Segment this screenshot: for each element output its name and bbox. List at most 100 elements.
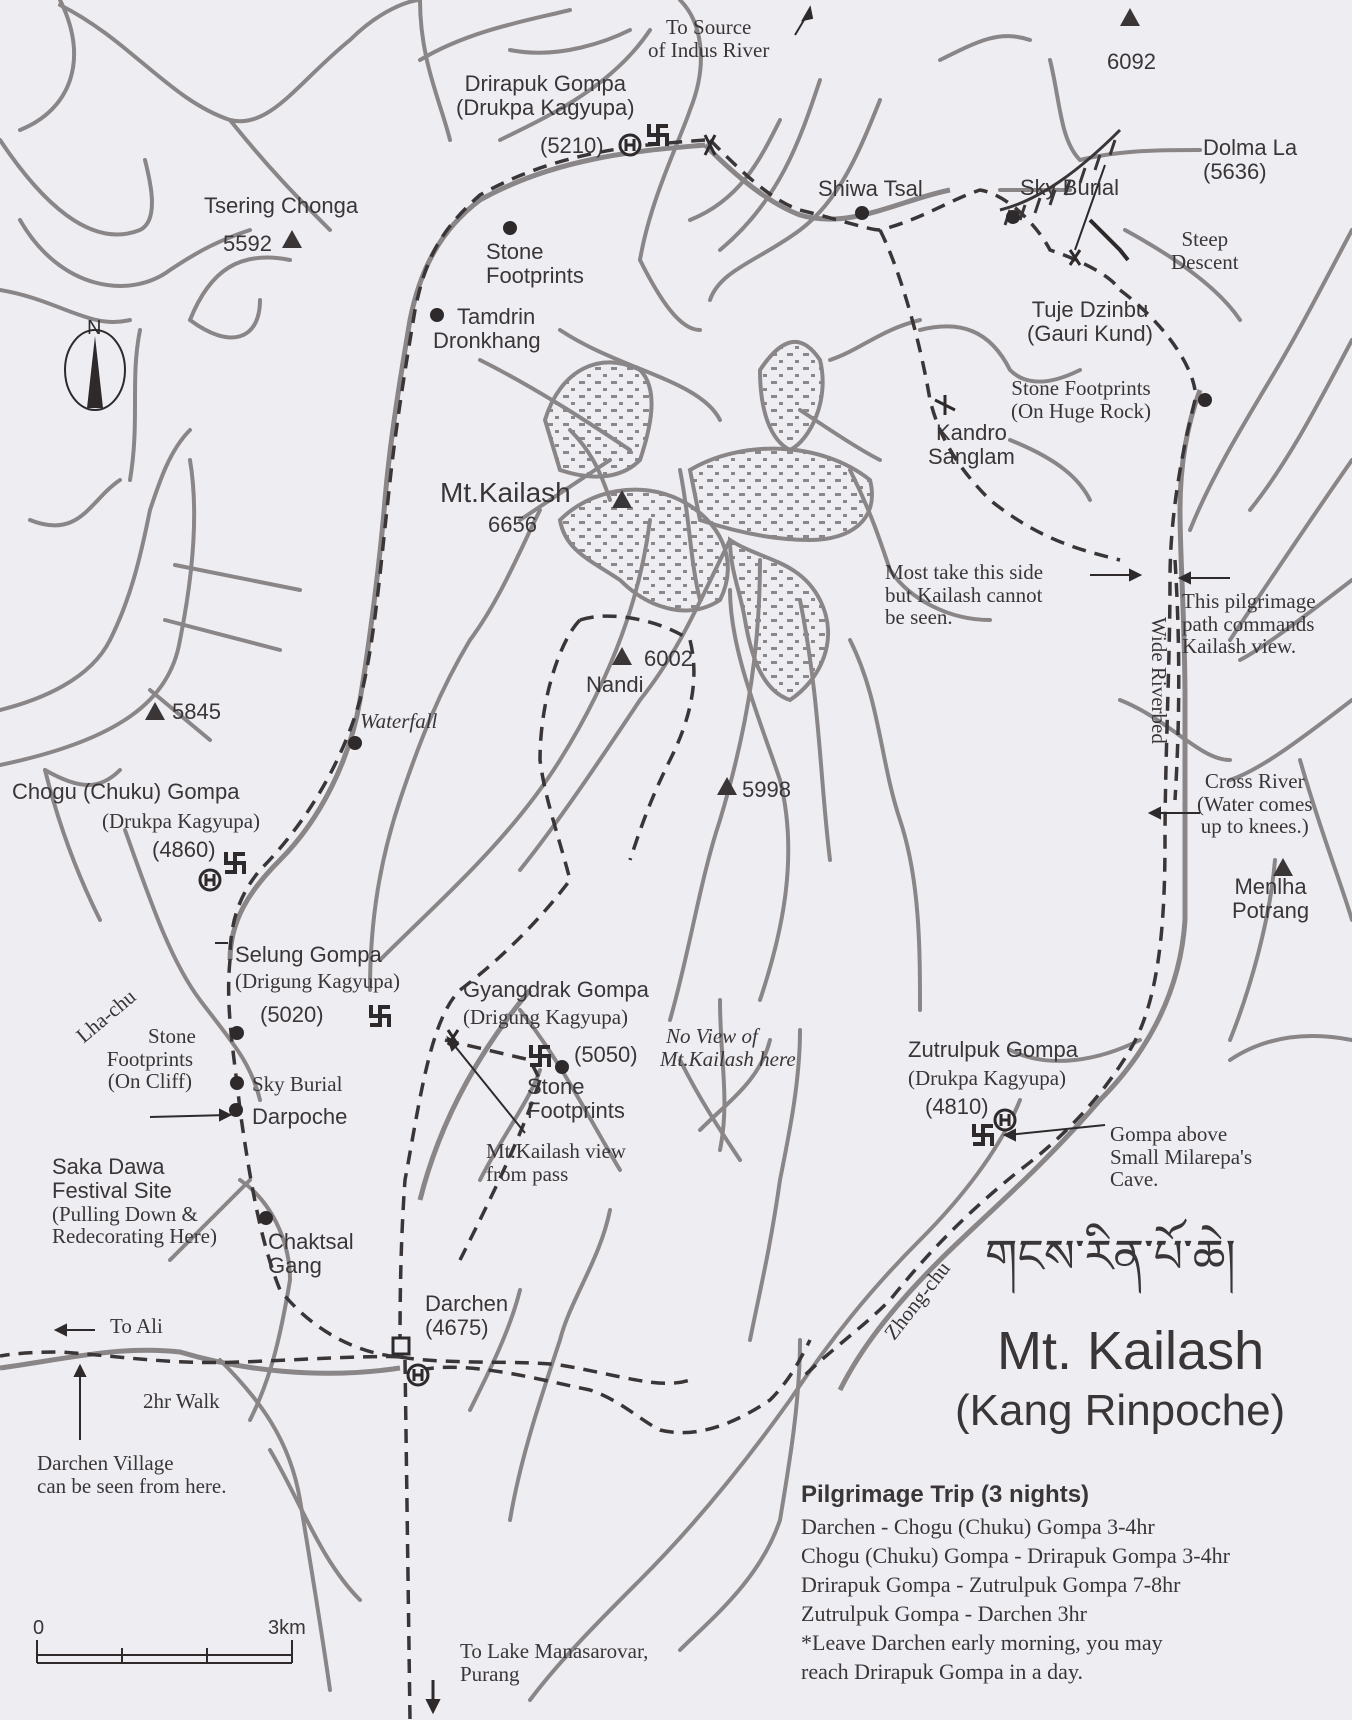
chogu-gompa-elevation: (4860) — [152, 837, 216, 862]
drirapuk-elevation: (5210) — [540, 133, 604, 158]
peak-5845-elevation: 5845 — [172, 699, 221, 724]
tuje-dzinbu-label: Tuje Dzinbu (Gauri Kund) — [1027, 298, 1153, 346]
trip-line: Drirapuk Gompa - Zutrulpuk Gompa 7-8hr — [801, 1571, 1181, 1597]
label-line: of Indus River — [648, 37, 770, 62]
dolma-la-label: Dolma La (5636) — [1203, 136, 1297, 184]
river-label: Wide Riverbed — [1147, 617, 1171, 744]
drirapuk-gompa-label: Drirapuk Gompa (Drukpa Kagyupa) — [456, 72, 635, 120]
label-line: from pass — [486, 1161, 569, 1186]
waterfall-label: Waterfall — [360, 709, 438, 733]
trip-info: Pilgrimage Trip (3 nights) Darchen - Cho… — [801, 1482, 1230, 1686]
label-line: up to knees.) — [1200, 814, 1309, 839]
label-line: Descent — [1171, 249, 1239, 274]
scale-bar — [36, 1640, 293, 1664]
tsering-chonga-label: Tsering Chonga — [204, 193, 359, 218]
to-ali-label: To Ali — [110, 1314, 163, 1338]
saka-dawa-label: Saka Dawa Festival Site (Pulling Down & … — [52, 1155, 217, 1248]
label-line: Small Milarepa's — [1110, 1144, 1253, 1169]
chaktsal-gang-label: Chaktsal Gang — [268, 1230, 354, 1278]
scale-start-label: 0 — [33, 1617, 45, 1639]
zutrulpuk-gompa-sect: (Drukpa Kagyupa) — [908, 1066, 1067, 1090]
label-line: Stone — [527, 1074, 585, 1099]
compass-north-label: N — [87, 317, 102, 339]
shiwa-tsal-label: Shiwa Tsal — [818, 176, 923, 201]
title-tibetan: གངས་རིན་པོ་ཆེ། — [985, 1229, 1236, 1283]
peak-6092-elevation: 6092 — [1107, 49, 1156, 74]
label-line: Chaktsal — [268, 1229, 354, 1254]
zutrulpuk-gompa-label: Zutrulpuk Gompa — [908, 1037, 1078, 1062]
label-line: Menlha — [1234, 874, 1307, 899]
scale-end-label: 3km — [268, 1617, 306, 1639]
sky-burial-north-label: Sky Burial — [1020, 175, 1120, 200]
label-line: Gompa above — [1110, 1122, 1228, 1146]
main-rivers — [0, 142, 1203, 1392]
steep-descent-label: Steep Descent — [1171, 228, 1239, 273]
label-line: No View of — [666, 1024, 758, 1048]
label-line: Most take this side — [885, 560, 1044, 584]
label-line: Tamdrin — [457, 304, 536, 329]
peak-markers — [145, 8, 1293, 876]
nandi-elevation: 6002 — [644, 646, 693, 671]
label-line: Footprints — [106, 1046, 194, 1071]
label-line: To Source — [665, 15, 752, 39]
label-line: Footprints — [486, 262, 584, 288]
gompa-name: Drirapuk Gompa — [464, 71, 626, 96]
label-line: Kailash view. — [1182, 634, 1297, 659]
label-line: Tuje Dzinbu — [1031, 297, 1149, 322]
chogu-gompa-sect: (Drukpa Kagyupa) — [102, 809, 261, 833]
label-line: (On Huge Rock) — [1011, 398, 1151, 423]
annotation-arrows — [53, 5, 1230, 1715]
point-markers — [229, 206, 1212, 1225]
stone-footprints-huge-rock-label: Stone Footprints (On Huge Rock) — [1011, 377, 1151, 422]
zutrulpuk-gompa-elevation: (4810) — [925, 1094, 989, 1119]
label-line: Saka Dawa — [52, 1154, 165, 1179]
trip-line: Darchen - Chogu (Chuku) Gompa 3-4hr — [801, 1513, 1155, 1539]
label-line: Kandro — [935, 420, 1007, 445]
label-line: To Lake Manasarovar, — [460, 1639, 649, 1663]
most-take-annotation: Most take this side but Kailash cannot b… — [885, 561, 1043, 629]
zhong-chu-label: Zhong-chu — [879, 1257, 972, 1353]
title-main: Mt. Kailash — [997, 1321, 1265, 1381]
place-name: Dolma La — [1203, 135, 1298, 160]
title-sub: (Kang Rinpoche) — [955, 1386, 1286, 1435]
label-line: can be seen from here. — [37, 1473, 227, 1498]
label-line: Gang — [268, 1252, 322, 1278]
stone-footprints-cliff-label: Stone Footprints (On Cliff) — [104, 1025, 196, 1093]
gyangdrak-gompa-label: Gyangdrak Gompa — [463, 977, 649, 1002]
to-indus-label: To Source of Indus River — [648, 16, 769, 61]
pass-markers — [446, 134, 1082, 1046]
selung-gompa-elevation: (5020) — [260, 1002, 324, 1027]
label-line: Cross River — [1204, 769, 1305, 793]
gompa-icons — [198, 124, 1017, 1387]
trip-line: reach Drirapuk Gompa in a day. — [801, 1658, 1084, 1684]
cross-river-annotation: Cross River (Water comes up to knees.) — [1197, 770, 1313, 838]
compass — [64, 329, 126, 411]
mt-kailash-elevation: 6656 — [488, 512, 537, 537]
label-line: Darchen Village — [37, 1451, 174, 1475]
label-line: Footprints — [527, 1097, 625, 1123]
mt-kailash-label: Mt.Kailash — [440, 477, 571, 508]
tamdrin-dronkhang-label: Tamdrin Dronkhang — [433, 305, 541, 353]
label-line: be seen. — [885, 605, 953, 630]
label-line: Potrang — [1232, 897, 1310, 923]
label-line: Cave. — [1110, 1167, 1159, 1192]
label-line: (On Cliff) — [107, 1069, 193, 1094]
label-line: Redecorating Here) — [52, 1224, 217, 1249]
trip-title: Pilgrimage Trip (3 nights) — [801, 1481, 1090, 1508]
darchen-village-annotation: Darchen Village can be seen from here. — [37, 1452, 226, 1497]
to-manasarovar-annotation: To Lake Manasarovar, Purang — [460, 1640, 648, 1685]
menlha-potrang-label: Menlha Potrang — [1232, 875, 1309, 923]
label-line: path commands — [1182, 611, 1315, 636]
trip-line: Zutrulpuk Gompa - Darchen 3hr — [801, 1600, 1087, 1626]
label-line: Steep — [1181, 227, 1229, 251]
stone-footprints-north-label: Stone Footprints — [486, 240, 584, 288]
view-from-pass-annotation: Mt.Kailash view from pass — [486, 1140, 626, 1185]
chogu-gompa-label: Chogu (Chuku) Gompa — [12, 779, 240, 804]
no-view-annotation: No View of Mt.Kailash here — [660, 1025, 796, 1070]
label-line: Stone — [148, 1024, 196, 1048]
place-name: Darchen — [425, 1291, 509, 1316]
darpoche-label: Darpoche — [252, 1104, 348, 1129]
label-line: Sanglam — [928, 443, 1015, 469]
label-line: This pilgrimage — [1182, 589, 1316, 613]
gyangdrak-gompa-sect: (Drigung Kagyupa) — [463, 1005, 629, 1029]
